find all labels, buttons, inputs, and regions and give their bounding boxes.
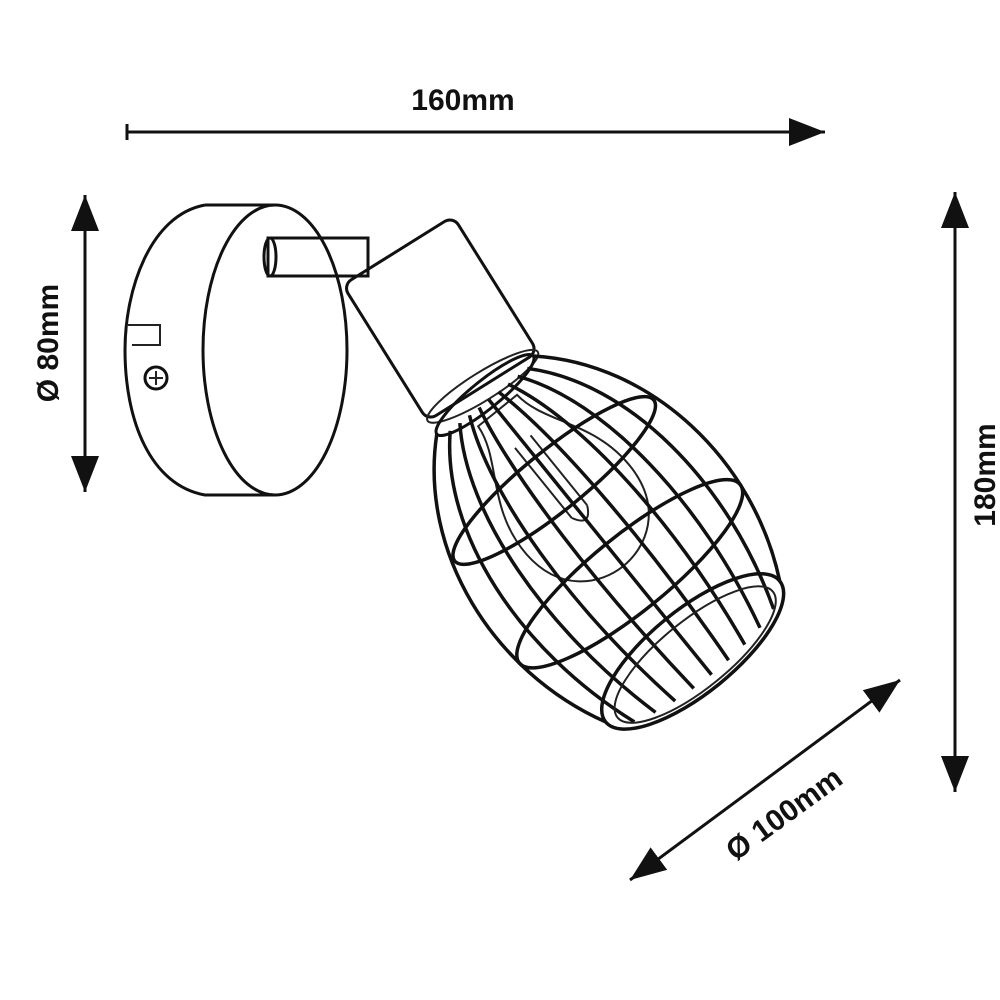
width-label: 160mm (411, 84, 514, 117)
cage-wire (487, 398, 713, 676)
cage-bottom-inner-ring (613, 585, 777, 724)
cage-wire (477, 406, 696, 690)
plate-diameter-label: Ø 80mm (32, 284, 65, 402)
wall-plate (123, 203, 349, 497)
height-dimension: 180mm (941, 192, 1000, 792)
cage-ring-middle (451, 394, 658, 567)
cage-wires (432, 354, 782, 724)
cage-ring-lower (515, 477, 745, 670)
height-label: 180mm (969, 423, 1000, 526)
swivel-arm (262, 236, 370, 278)
cage-wire (467, 414, 677, 703)
cage-wire (497, 390, 731, 662)
shade-diameter-label: Ø 100mm (720, 761, 849, 867)
cage-wire (432, 433, 607, 724)
cage-wire (447, 430, 636, 724)
shade-diameter-dimension: Ø 100mm (629, 678, 901, 882)
shade-diameter-arrow (629, 678, 901, 882)
screw-icon (143, 365, 169, 391)
socket-holder (345, 218, 540, 424)
plate-diameter-dimension: Ø 80mm (32, 195, 99, 492)
cage-bottom-ring (599, 572, 786, 731)
width-dimension: 160mm (125, 84, 825, 146)
cage-wire (527, 366, 776, 610)
cage-wire (533, 354, 782, 582)
cage-wire (507, 382, 747, 646)
cage-shade (432, 352, 786, 731)
